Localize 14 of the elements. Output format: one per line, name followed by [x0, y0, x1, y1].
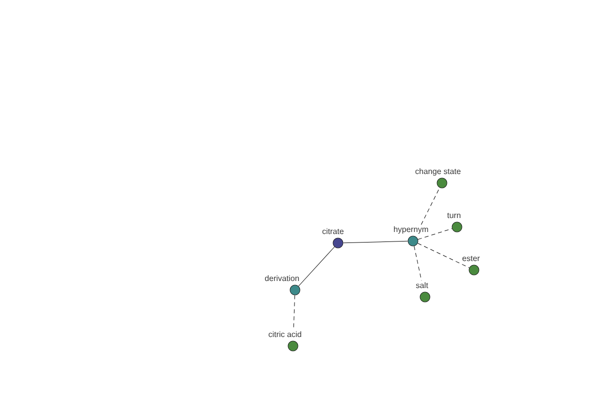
node-label: salt — [416, 282, 428, 288]
node-label: derivation — [265, 275, 299, 282]
connector-line — [293, 295, 296, 330]
connector-line — [343, 240, 408, 244]
connector-line — [298, 246, 335, 286]
node-label: turn — [447, 212, 460, 218]
node-label: change state — [415, 168, 461, 176]
connector-line — [418, 228, 452, 240]
node-label: ester — [462, 256, 480, 262]
node-label: citrate — [322, 228, 344, 234]
node-label: hypernym — [394, 226, 428, 234]
connector-line — [420, 187, 440, 225]
node-label: citric acid — [268, 331, 302, 338]
connector-line — [418, 243, 470, 268]
